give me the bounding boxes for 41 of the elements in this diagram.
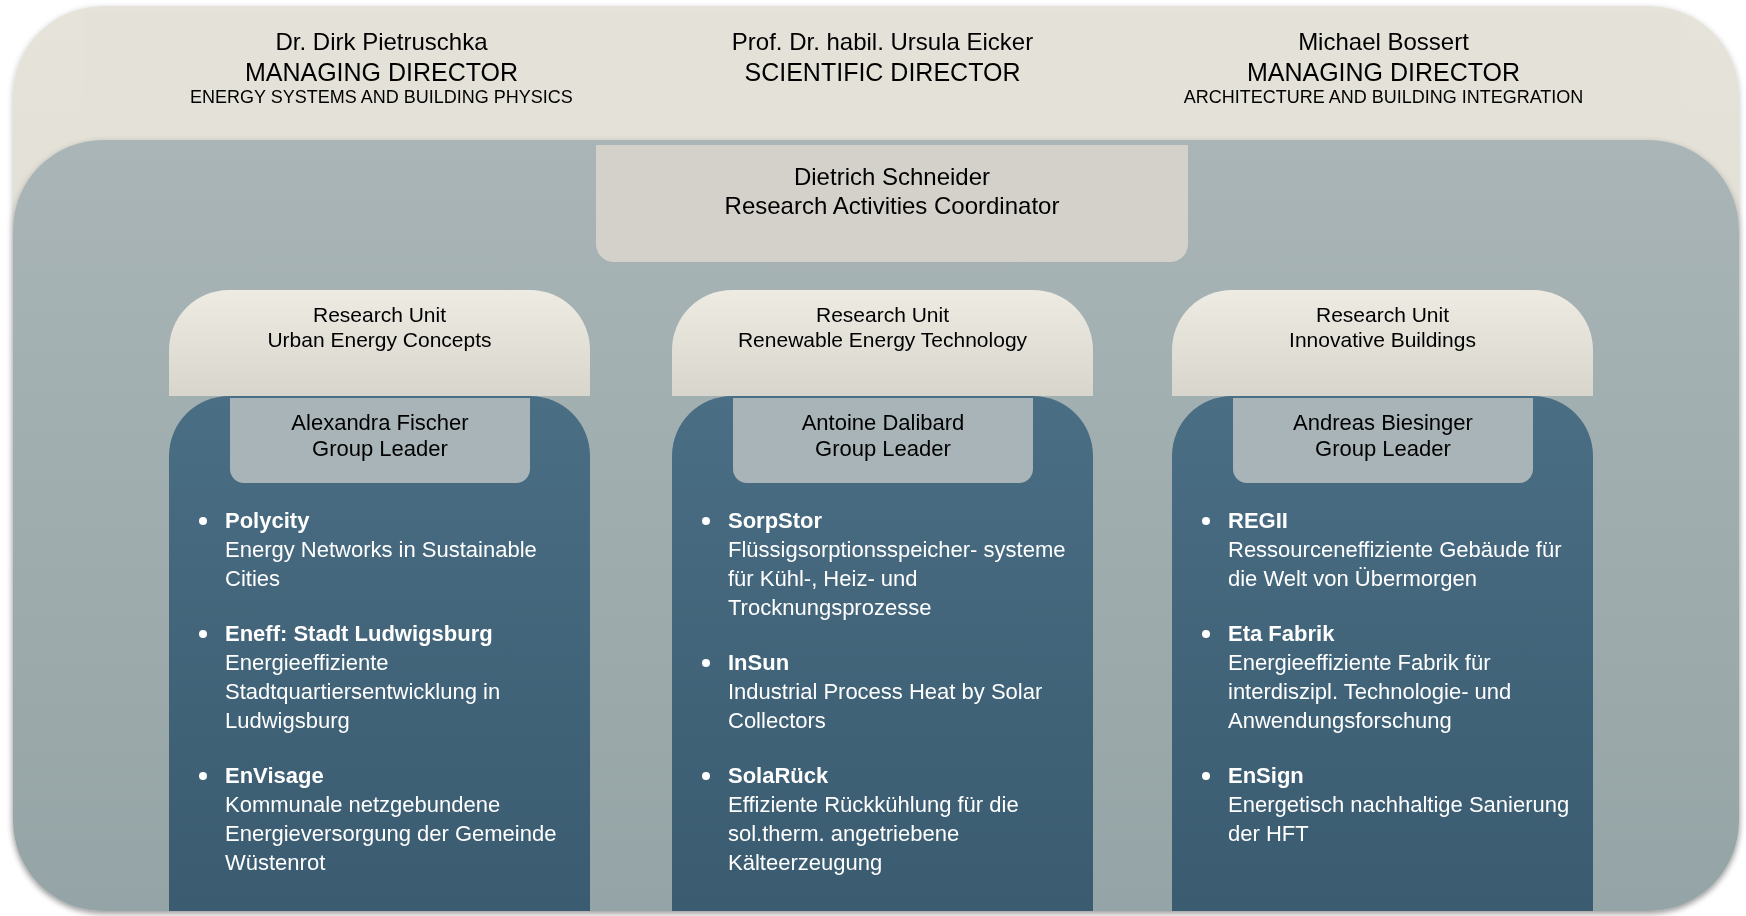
person-name: Prof. Dr. habil. Ursula Eicker — [730, 28, 1035, 57]
job-title: Group Leader — [1314, 436, 1452, 463]
department-name: ENERGY SYSTEMS AND BUILDING PHYSICS — [189, 86, 574, 109]
project-item: SorpStor Flüssigsorptionsspeicher- systeme für Kühl-, Heiz- und Trocknungsprozesse — [702, 506, 1083, 622]
unit-label: Research Unit — [311, 302, 448, 328]
job-title: MANAGING DIRECTOR — [243, 56, 520, 87]
unit-name: Urban Energy Concepts — [266, 327, 493, 353]
project-item: Eneff: Stadt Ludwigsburg Energieeffiziente Stadtquartiersentwicklung in Ludwigsburg — [199, 619, 580, 735]
person-name: Alexandra Fischer — [290, 410, 470, 437]
group-leader-box — [230, 398, 530, 483]
research-unit-card — [672, 290, 1093, 396]
unit-name: Innovative Buildings — [1288, 327, 1477, 353]
person-name: Antoine Dalibard — [800, 410, 966, 437]
group-panel — [1172, 396, 1593, 911]
department-name: ARCHITECTURE AND BUILDING INTEGRATION — [1182, 86, 1585, 109]
project-item: Eta Fabrik Energieeffiziente Fabrik für interdiszipl. Technologie- und Anwendungsforschung — [1202, 619, 1583, 735]
project-item: EnVisage Kommunale netzgebundene Energieversorgung der Gemeinde Wüstenrot — [199, 761, 580, 877]
person-name: Andreas Biesinger — [1292, 410, 1474, 437]
job-title: Research Activities Coordinator — [723, 191, 1061, 221]
project-item: EnSign Energetisch nachhaltige Sanierung der HFT — [1202, 761, 1583, 848]
group-leader-box — [733, 398, 1033, 483]
job-title: Group Leader — [814, 436, 952, 463]
unit-name: Renewable Energy Technology — [736, 327, 1029, 353]
group-panel — [169, 396, 590, 911]
job-title: Group Leader — [311, 436, 449, 463]
project-item: SolaRück Effiziente Rückkühlung für die sol.therm. angetriebene Kälteerzeugung — [702, 761, 1083, 877]
project-item: Polycity Energy Networks in Sustainable Cities — [199, 506, 580, 593]
project-item: REGII Ressourceneffiziente Gebäude für die Welt von Übermorgen — [1202, 506, 1583, 593]
person-name: Dr. Dirk Pietruschka — [274, 28, 489, 57]
project-item: InSun Industrial Process Heat by Solar Collectors — [702, 648, 1083, 735]
person-name: Dietrich Schneider — [792, 163, 992, 192]
research-unit-card — [1172, 290, 1593, 396]
job-title: MANAGING DIRECTOR — [1245, 56, 1522, 87]
person-name: Michael Bossert — [1297, 28, 1470, 57]
unit-label: Research Unit — [1314, 302, 1451, 328]
unit-label: Research Unit — [814, 302, 951, 328]
coordinator-box — [596, 145, 1188, 262]
research-unit-card — [169, 290, 590, 396]
group-leader-box — [1233, 398, 1533, 483]
job-title: SCIENTIFIC DIRECTOR — [743, 56, 1022, 87]
group-panel — [672, 396, 1093, 911]
